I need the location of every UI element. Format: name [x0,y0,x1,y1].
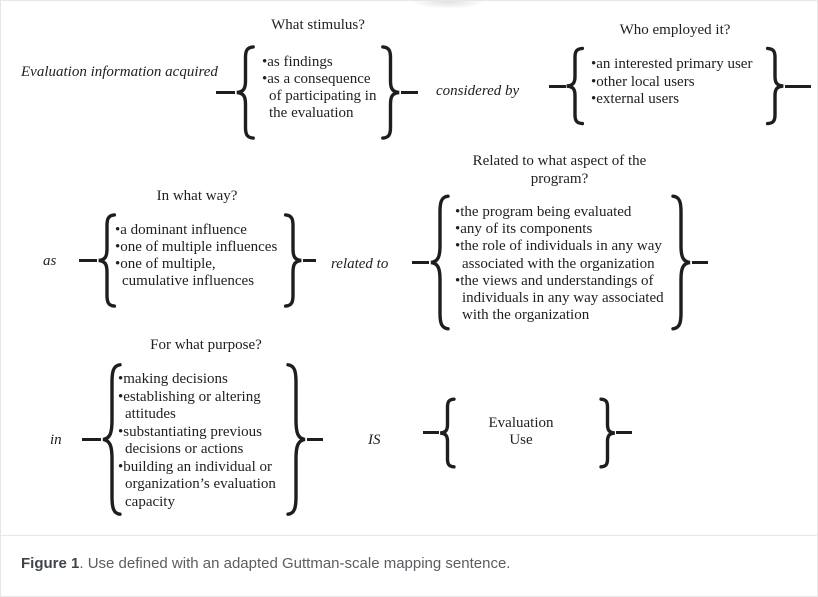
left-brace-icon [99,360,125,519]
connector-evaluation-information-acquired: Evaluation information acquired [21,64,218,80]
connector-tick [82,438,101,441]
list-line: •making decisions [118,371,228,387]
list-line: •any of its components [455,221,593,238]
connector-tick [401,91,418,94]
list-line: •one of multiple influences [115,239,278,255]
list-line: associated with the organization [462,255,655,272]
list-line: •the role of individuals in any way [455,238,662,255]
connector-related-to: related to [331,256,389,272]
list-line: organization’s evaluation [125,476,276,492]
list-line: •establishing or altering [118,388,261,405]
left-brace-icon [95,212,119,309]
list-line: •as findings [262,54,333,70]
connector-as: as [43,253,57,269]
connector-tick [423,431,439,434]
question-related-aspect: Related to what aspect of the program? [472,153,647,187]
list-line: •one of multiple, [115,256,216,272]
connector-tick [616,431,632,434]
evaluation-use-term: Evaluation Use [461,415,581,449]
connector-tick [785,85,811,88]
top-edge-shadow [399,1,497,12]
list-line: cumulative influences [122,273,255,289]
list-line: of participating in [269,88,377,104]
list-line: with the organization [462,307,590,324]
right-brace-icon [283,360,309,519]
right-brace-icon [378,44,403,141]
list-line: •other local users [591,73,695,90]
list-line: •a dominant influence [115,222,247,238]
question-who-employed-it: Who employed it? [619,22,731,38]
connector-tick [303,259,316,262]
connector-tick [216,91,235,94]
connector-tick [412,261,429,264]
left-brace-icon [427,192,453,333]
connector-is: IS [368,432,381,448]
list-line: capacity [125,493,175,510]
right-brace-icon [597,397,618,469]
list-line: •substantiating previous [118,423,262,440]
connector-tick [79,259,97,262]
left-brace-icon [233,44,258,141]
evaluation-use-line2: Use [509,432,533,448]
aspect-list: •the program being evaluated•any of its … [455,204,664,324]
question-for-what-purpose: For what purpose? [150,337,262,353]
figure-caption: Figure 1. Use defined with an adapted Gu… [21,554,803,574]
list-line: attitudes [125,406,176,422]
users-list: •an interested primary user•other local … [591,56,752,109]
list-line: •the program being evaluated [455,204,632,220]
right-brace-icon [668,192,694,333]
list-line: individuals in any way associated [462,290,664,307]
right-brace-icon [281,212,305,309]
list-line: decisions or actions [125,441,244,457]
list-line: •the views and understandings of [455,272,654,289]
figure-caption-label: Figure 1 [21,555,80,572]
connector-tick [692,261,708,264]
connector-tick [549,85,566,88]
figure-caption-text: . Use defined with an adapted Guttman-sc… [79,555,511,572]
caption-divider [1,535,817,536]
connector-considered-by: considered by [436,83,520,99]
left-brace-icon [437,397,458,469]
list-line: •as a consequence [262,71,371,87]
connector-in: in [50,432,62,448]
list-line: the evaluation [269,105,354,121]
list-line: •an interested primary user [591,56,753,72]
influence-list: •a dominant influence•one of multiple in… [115,222,277,290]
right-brace-icon [763,46,787,126]
connector-tick [307,438,323,441]
evaluation-use-line1: Evaluation [488,415,554,431]
list-line: •external users [591,91,680,107]
question-in-what-way: In what way? [156,188,238,204]
list-line: •building an individual or [118,458,272,475]
left-brace-icon [563,46,587,126]
question-what-stimulus: What stimulus? [271,17,365,33]
purpose-list: •making decisions•establishing or alteri… [118,371,276,511]
